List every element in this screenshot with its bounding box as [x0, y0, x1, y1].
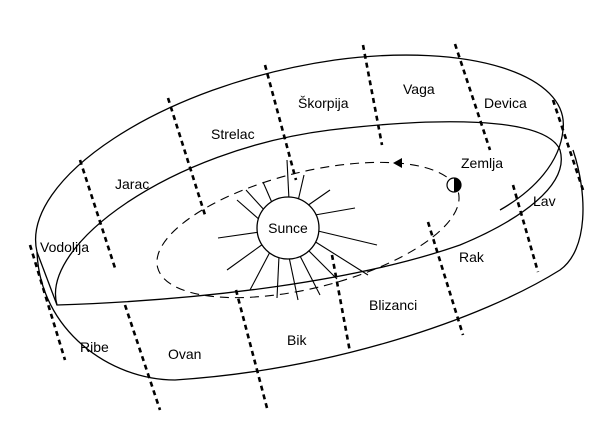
constellation-label: Ovan [168, 346, 201, 362]
constellation-label: Ribe [80, 339, 109, 355]
earth [446, 177, 462, 193]
divider-line [234, 289, 269, 409]
sector-dividers [28, 43, 585, 411]
divider-line [453, 43, 492, 151]
constellation-label: Vaga [403, 81, 435, 97]
constellation-label: Jarac [115, 176, 149, 192]
sun-ray [306, 189, 331, 207]
sun-ray [297, 174, 305, 202]
divider-line [511, 184, 540, 273]
sun-ray [314, 207, 356, 216]
divider-line [166, 97, 207, 216]
constellation-label: Škorpija [298, 95, 349, 111]
divider-line [123, 304, 162, 411]
earth-orbit [156, 161, 460, 299]
sun-ray [226, 243, 264, 271]
earth-label: Zemlja [461, 155, 503, 171]
belt-side-edge-left [36, 251, 58, 306]
sun-ray [249, 251, 271, 291]
divider-line [426, 221, 465, 336]
sun-ray [286, 159, 290, 201]
constellation-label: Strelac [211, 126, 255, 142]
sun-ray [245, 189, 267, 213]
belt-outer-edge [34, 54, 564, 253]
sun-ray [236, 199, 262, 222]
sun-ray [288, 256, 299, 301]
sun-ray [313, 240, 369, 276]
divider-line [551, 99, 585, 191]
belt-lower-rim [36, 149, 584, 381]
sun-ray [317, 230, 378, 246]
sun-ray [276, 255, 280, 299]
sun-ray [217, 231, 261, 239]
orbit-direction-arrow [393, 158, 402, 168]
constellation-label: Lav [533, 193, 556, 209]
constellation-label: Blizanci [369, 297, 417, 313]
sun-ray [298, 253, 321, 296]
divider-line [361, 44, 384, 146]
sun-ray [306, 248, 338, 280]
sun-rays [217, 159, 378, 301]
constellation-label: Bik [287, 332, 307, 348]
divider-line [28, 244, 67, 361]
belt-inner-edge [54, 121, 562, 306]
constellation-label: Devica [484, 95, 527, 111]
constellation-labels: Vodolija Jarac Strelac Škorpija Vaga Dev… [40, 81, 556, 362]
divider-line [78, 159, 117, 269]
divider-line [263, 64, 298, 181]
divider-line [330, 254, 352, 353]
sun [256, 196, 320, 260]
earth-night-side [454, 178, 461, 192]
sun-label: Sunce [268, 220, 308, 236]
constellation-label: Vodolija [40, 239, 89, 255]
constellation-label: Rak [459, 249, 485, 265]
